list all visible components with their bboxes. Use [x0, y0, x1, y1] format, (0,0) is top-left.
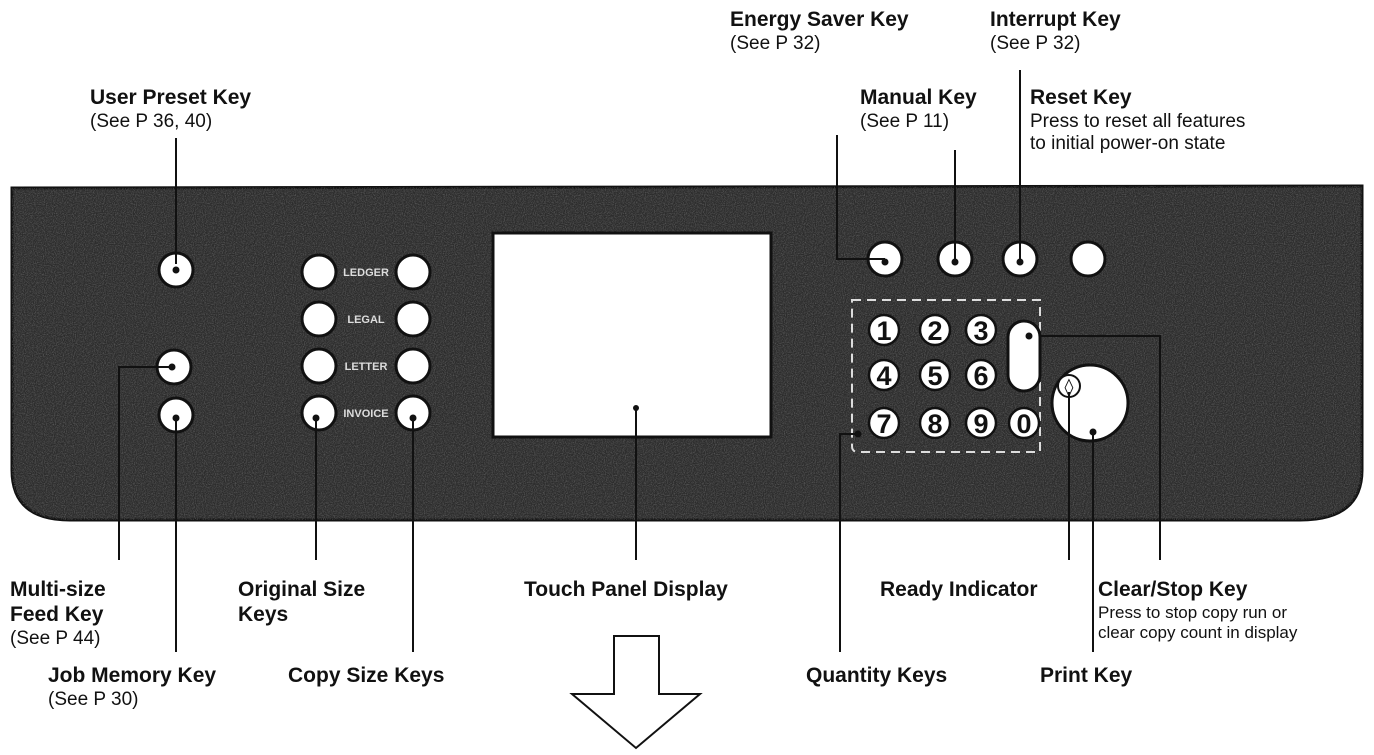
copy-size-key-3[interactable]: [394, 347, 432, 385]
number-key-0[interactable]: [1007, 406, 1041, 440]
leader-dot-energy-saver: [881, 258, 889, 266]
print-label: Print Key: [1040, 664, 1132, 689]
print-key-symbol: ◊: [1065, 377, 1074, 398]
clear-stop-key[interactable]: [1006, 319, 1042, 393]
number-key-6-label: 6: [973, 361, 988, 391]
job-memory-label: Job Memory Key (See P 30): [48, 664, 216, 711]
ready-indicator-title: Ready Indicator: [880, 578, 1038, 601]
number-key-2[interactable]: [918, 313, 952, 347]
original-size-title-2: Keys: [238, 602, 289, 626]
leader-energy-saver: [836, 135, 885, 260]
number-key-3-label: 3: [973, 316, 988, 346]
size-key-label-2: LEGAL: [347, 314, 385, 326]
original-size-key-4[interactable]: [300, 394, 338, 432]
interrupt-label: Interrupt Key (See P 32): [990, 8, 1121, 55]
multi-size-title-1: Multi-size: [10, 578, 106, 601]
leader-dot-quantity: [854, 430, 862, 438]
leader-dot-multi-size: [168, 363, 176, 371]
size-key-label-1: LEDGER: [343, 267, 389, 279]
number-key-7[interactable]: [867, 406, 901, 440]
original-size-label: Original Size Keys: [238, 578, 365, 628]
interrupt-ref: (See P 32): [990, 32, 1081, 54]
reset-desc-1: Press to reset all features: [1030, 110, 1246, 132]
number-key-5[interactable]: [918, 358, 952, 392]
quantity-key-area: [851, 299, 1041, 453]
down-arrow-icon: [569, 635, 703, 750]
leader-dot-original-size: [312, 414, 320, 422]
number-key-1-label: 1: [876, 316, 891, 346]
energy-saver-title: Energy Saver Key: [730, 8, 909, 31]
user-preset-title: User Preset Key: [90, 86, 252, 109]
leader-dot-clear-stop: [1025, 332, 1033, 340]
touch-panel-title: Touch Panel Display: [524, 578, 728, 601]
number-key-5-label: 5: [927, 361, 942, 391]
number-key-8-label: 8: [927, 409, 942, 439]
touch-panel-label: Touch Panel Display: [524, 578, 728, 603]
copy-size-key-1[interactable]: [394, 253, 432, 291]
original-size-key-1[interactable]: [300, 253, 338, 291]
quantity-label: Quantity Keys: [806, 664, 947, 689]
energy-saver-ref: (See P 32): [730, 32, 821, 54]
print-title: Print Key: [1040, 664, 1133, 687]
leader-dot-user-preset: [172, 266, 180, 274]
multi-size-ref: (See P 44): [10, 627, 101, 649]
number-key-7-label: 7: [876, 409, 891, 439]
clear-stop-desc-1: Press to stop copy run or: [1098, 602, 1287, 622]
reset-title: Reset Key: [1030, 86, 1132, 109]
number-key-4[interactable]: [867, 358, 901, 392]
reset-desc-2: to initial power-on state: [1030, 133, 1226, 155]
quantity-title: Quantity Keys: [806, 664, 948, 687]
user-preset-ref: (See P 36, 40): [90, 110, 213, 132]
energy-saver-label: Energy Saver Key (See P 32): [730, 8, 909, 55]
original-size-title-1: Original Size: [238, 578, 366, 601]
original-size-key-3[interactable]: [300, 347, 338, 385]
manual-label: Manual Key (See P 11): [860, 86, 977, 133]
leader-dot-job-memory: [172, 414, 180, 422]
manual-title: Manual Key: [860, 86, 977, 109]
reset-key[interactable]: [1069, 240, 1107, 278]
touch-panel-display[interactable]: [491, 231, 773, 439]
clear-stop-title: Clear/Stop Key: [1098, 578, 1248, 601]
leader-dot-interrupt: [1016, 258, 1024, 266]
interrupt-title: Interrupt Key: [990, 8, 1121, 31]
copy-size-title: Copy Size Keys: [288, 664, 445, 687]
copy-size-key-2[interactable]: [394, 300, 432, 338]
number-key-8[interactable]: [918, 406, 952, 440]
leader-lines: [118, 70, 1161, 652]
leader-quantity: [839, 433, 858, 652]
manual-ref: (See P 11): [860, 110, 950, 132]
number-key-0-label: 0: [1016, 409, 1031, 439]
multi-size-title-2: Feed Key: [10, 602, 104, 626]
touch-panel-dot: [633, 405, 639, 411]
leader-multi-size: [118, 366, 172, 560]
number-key-9-label: 9: [973, 409, 988, 439]
leader-dot-copy-size: [409, 414, 417, 422]
user-preset-label: User Preset Key (See P 36, 40): [90, 86, 251, 133]
leader-clear-stop: [1040, 335, 1161, 560]
ready-indicator-label: Ready Indicator: [880, 578, 1038, 603]
job-memory-ref: (See P 30): [48, 688, 139, 710]
leader-dots: [168, 258, 1097, 438]
job-memory-title: Job Memory Key: [48, 664, 217, 687]
number-key-6[interactable]: [964, 358, 998, 392]
leader-dot-print: [1089, 428, 1097, 436]
number-key-2-label: 2: [927, 316, 942, 346]
multi-size-label: Multi-size Feed Key (See P 44): [10, 578, 106, 650]
clear-stop-desc-2: clear copy count in display: [1098, 623, 1298, 643]
number-key-9[interactable]: [964, 406, 998, 440]
number-key-4-label: 4: [876, 361, 891, 391]
leader-dot-manual: [951, 258, 959, 266]
clear-stop-label: Clear/Stop Key Press to stop copy run or…: [1098, 578, 1297, 644]
original-size-key-2[interactable]: [300, 300, 338, 338]
size-key-label-3: LETTER: [345, 361, 388, 373]
number-key-3[interactable]: [964, 313, 998, 347]
number-key-1[interactable]: [867, 313, 901, 347]
size-key-label-4: INVOICE: [343, 408, 388, 420]
copy-size-label: Copy Size Keys: [288, 664, 444, 689]
reset-label: Reset Key Press to reset all features to…: [1030, 86, 1245, 156]
